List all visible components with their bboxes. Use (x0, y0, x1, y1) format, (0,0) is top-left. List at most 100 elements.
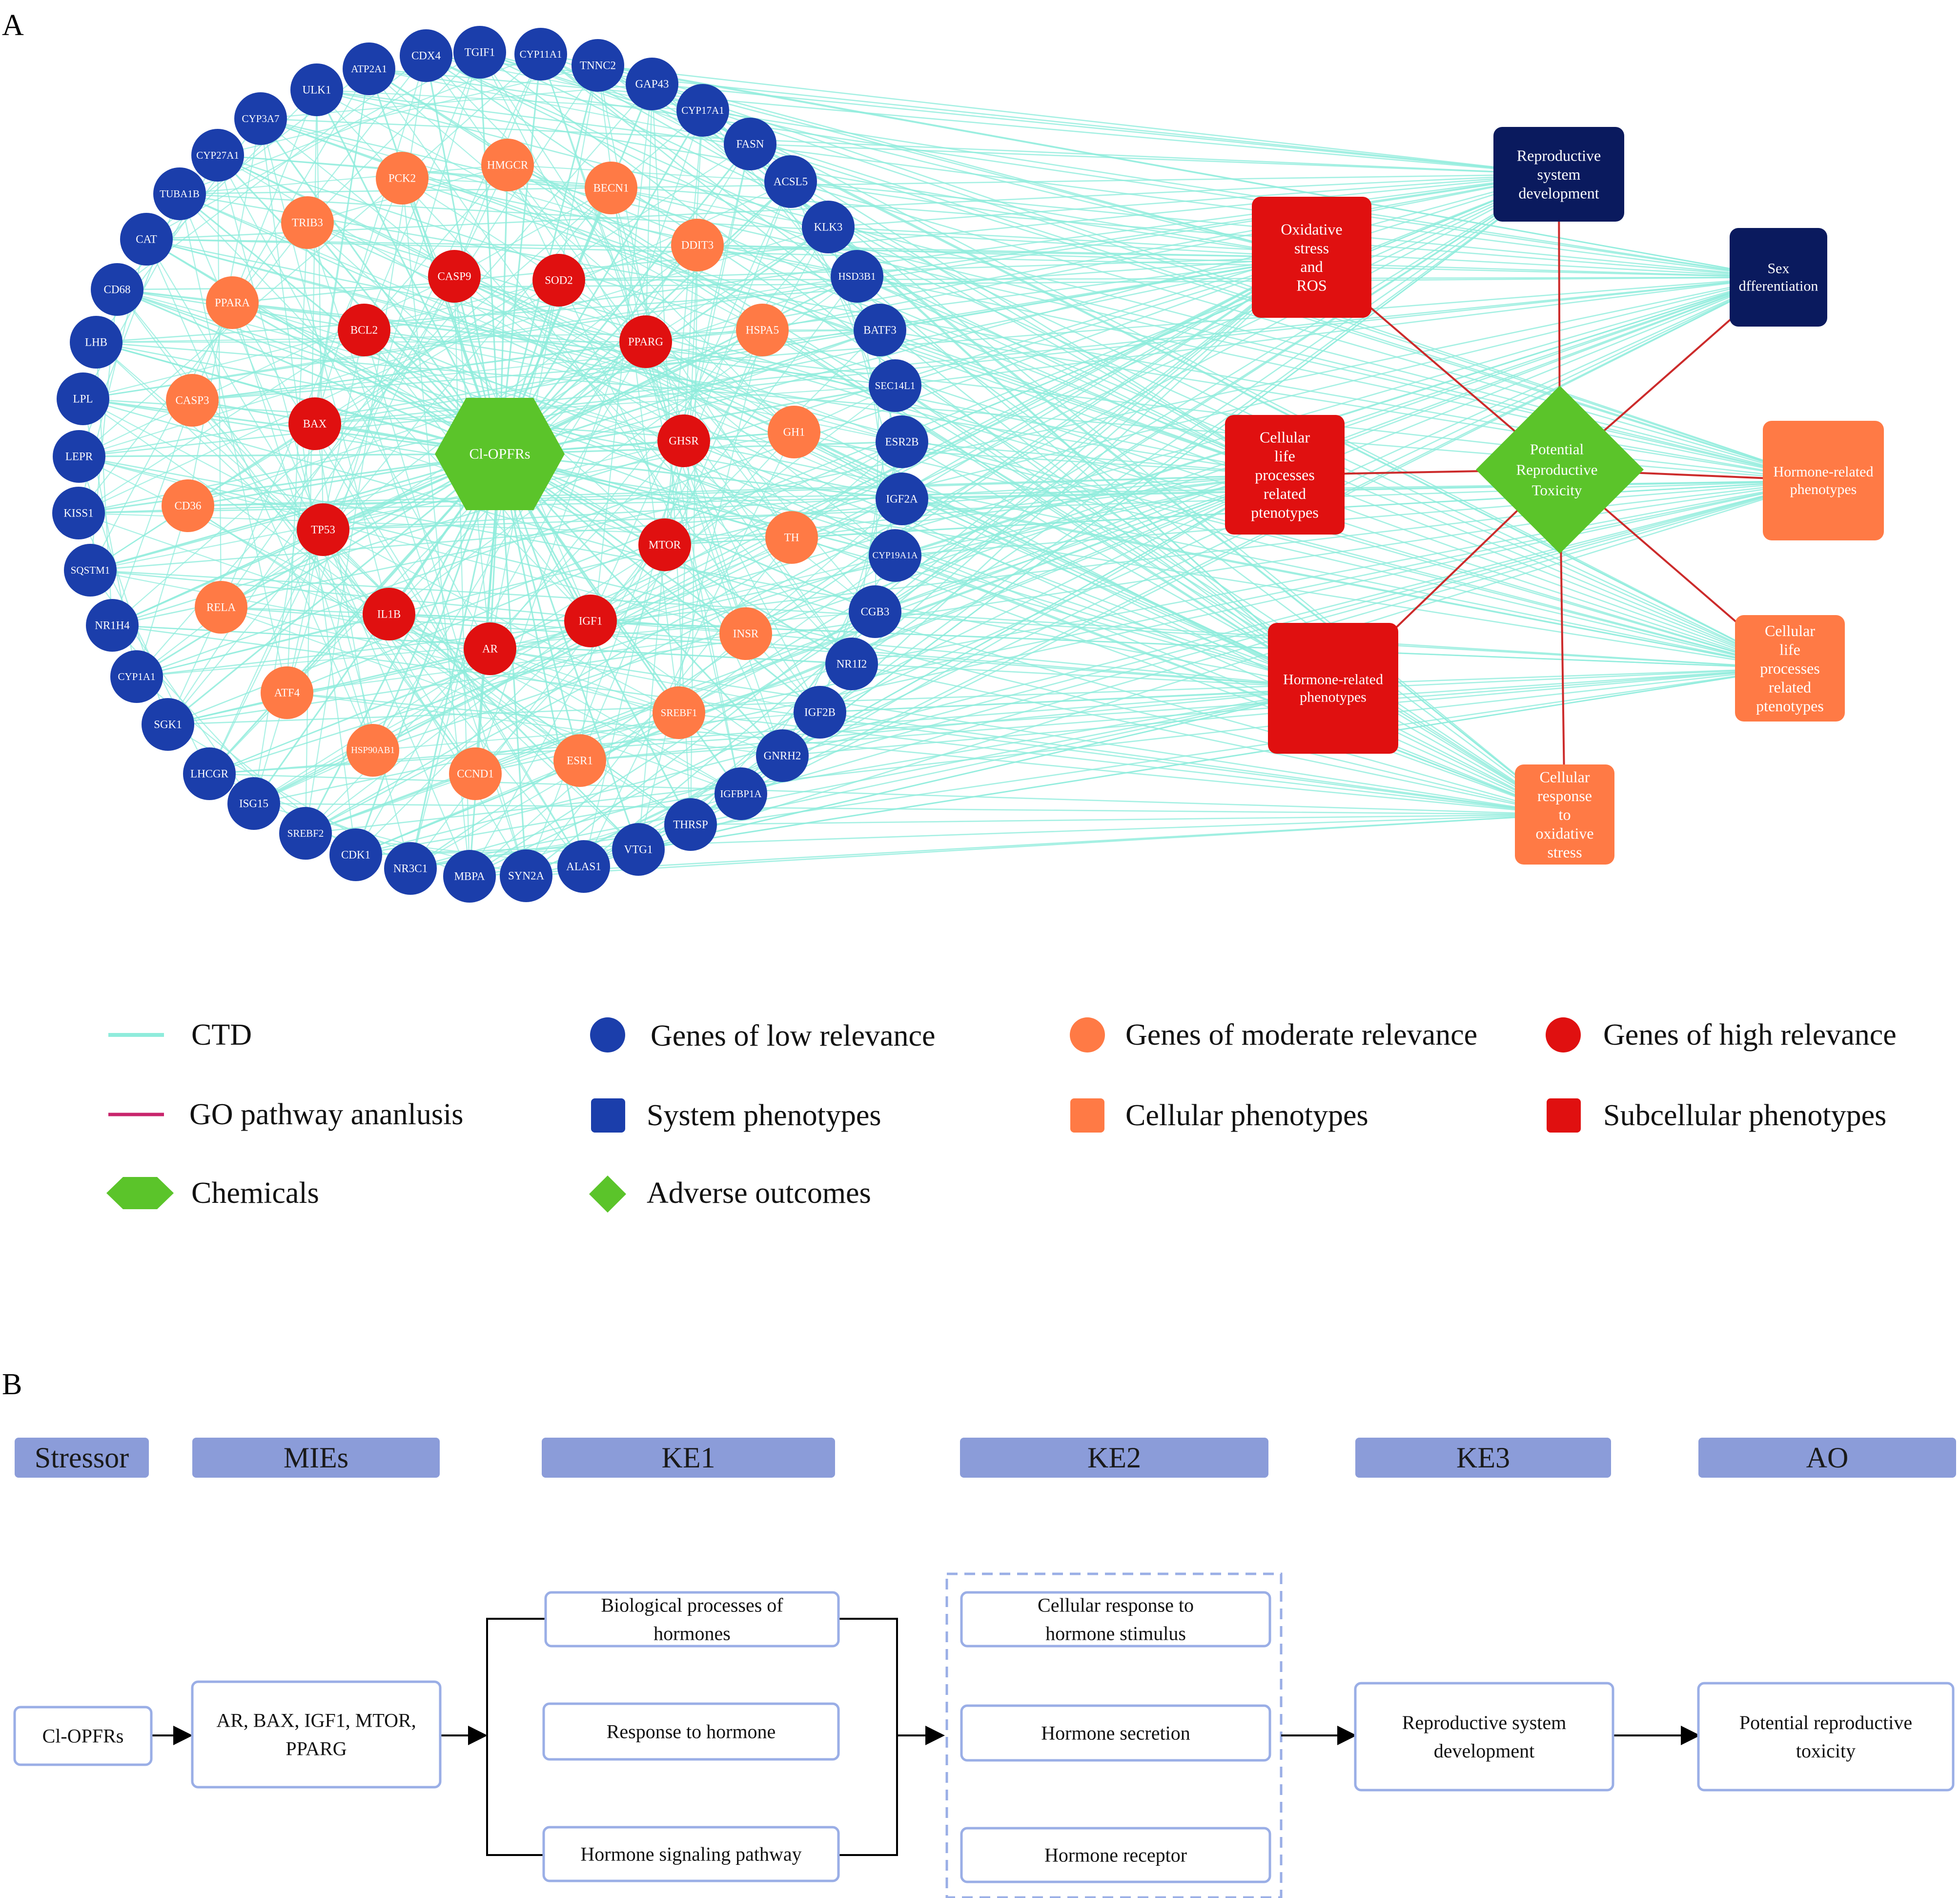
ctd-edge-cd68-subcellular-phenotype-1 (117, 289, 1285, 475)
gene-node-lepr[interactable]: LEPR (53, 430, 105, 483)
gene-node-hsd3b1[interactable]: HSD3B1 (831, 250, 883, 303)
gene-node-igfbp1a[interactable]: IGFBP1A (715, 767, 767, 820)
gene-node-bcl2[interactable]: BCL2 (338, 304, 390, 356)
gene-node-cyp19a1a[interactable]: CYP19A1A (869, 529, 921, 582)
gene-node-atf4[interactable]: ATF4 (261, 666, 313, 719)
gene-node-pparg[interactable]: PPARG (619, 315, 672, 368)
gene-node-ghsr[interactable]: GHSR (657, 414, 710, 467)
chemical-node[interactable]: Cl-OPFRs (435, 398, 565, 510)
gene-node-syn2a[interactable]: SYN2A (500, 849, 552, 902)
gene-node-hmgcr[interactable]: HMGCR (481, 139, 534, 191)
gene-node-cyp11a1[interactable]: CYP11A1 (514, 28, 567, 81)
gene-node-bax[interactable]: BAX (288, 397, 341, 450)
gene-node-igf2b[interactable]: IGF2B (794, 686, 846, 739)
gene-node-kiss1[interactable]: KISS1 (52, 487, 105, 539)
gene-node-isg15[interactable]: ISG15 (227, 777, 280, 830)
gene-node-cd36[interactable]: CD36 (162, 479, 214, 532)
cellular-phenotype-2-label-line: Cellular (1539, 768, 1590, 786)
gene-node-tp53[interactable]: TP53 (297, 503, 349, 556)
gene-node-mbpa[interactable]: MBPA (443, 850, 496, 903)
gene-node-sqstm1[interactable]: SQSTM1 (64, 544, 117, 597)
gene-node-tgif1[interactable]: TGIF1 (453, 26, 506, 79)
gene-node-lpl[interactable]: LPL (57, 372, 109, 425)
gene-node-trib3[interactable]: TRIB3 (281, 196, 334, 249)
gene-node-gap43[interactable]: GAP43 (626, 58, 678, 110)
gene-node-cat[interactable]: CAT (120, 213, 173, 266)
gene-node-pck2[interactable]: PCK2 (376, 152, 429, 205)
gene-node-lhcgr[interactable]: LHCGR (183, 747, 236, 800)
gene-node-ddit3[interactable]: DDIT3 (671, 219, 724, 271)
gene-node-thrsp[interactable]: THRSP (664, 798, 717, 851)
stressor-box[interactable]: Cl-OPFRs (13, 1706, 153, 1766)
gene-node-becn1[interactable]: BECN1 (585, 162, 637, 214)
gene-node-cyp17a1[interactable]: CYP17A1 (676, 84, 729, 137)
gene-node-hspa5[interactable]: HSPA5 (736, 304, 789, 356)
gene-node-sgk1[interactable]: SGK1 (142, 698, 194, 751)
gene-node-th[interactable]: TH (765, 511, 818, 564)
gene-node-ar[interactable]: AR (464, 622, 516, 675)
gene-node-nr1i2[interactable]: NR1I2 (825, 638, 878, 690)
gene-node-casp9[interactable]: CASP9 (428, 250, 481, 303)
gene-node-alas1[interactable]: ALAS1 (557, 840, 610, 893)
gene-node-cgb3[interactable]: CGB3 (849, 585, 901, 638)
gene-node-srebf2[interactable]: SREBF2 (279, 807, 332, 860)
gene-node-klk3[interactable]: KLK3 (802, 201, 855, 253)
gene-node-ccnd1[interactable]: CCND1 (449, 747, 502, 800)
gene-node-atp2a1[interactable]: ATP2A1 (343, 42, 395, 95)
low-relevance-gene-circle (120, 213, 173, 266)
gene-node-nr1h4[interactable]: NR1H4 (86, 599, 139, 652)
gene-node-cdk1[interactable]: CDK1 (329, 828, 382, 881)
gene-node-cyp27a1[interactable]: CYP27A1 (191, 129, 244, 182)
gene-node-igf2a[interactable]: IGF2A (876, 473, 928, 525)
gene-node-cyp1a1[interactable]: CYP1A1 (110, 650, 163, 703)
gene-node-casp3[interactable]: CASP3 (166, 374, 219, 427)
ctd-edge-alas1-gh1 (583, 432, 795, 867)
ke2-hormone-receptor-box[interactable]: Hormone receptor (960, 1827, 1271, 1883)
gene-node-batf3[interactable]: BATF3 (854, 304, 906, 356)
mies-box[interactable]: AR, BAX, IGF1, MTOR,PPARG (191, 1680, 442, 1789)
ctd-edge-igfbp1a-system-phenotype-1 (740, 276, 1779, 795)
ke1-response-to-hormone-box[interactable]: Response to hormone (542, 1702, 840, 1761)
gene-node-lhb[interactable]: LHB (70, 316, 122, 369)
gene-node-ulk1[interactable]: ULK1 (290, 63, 343, 116)
gene-node-sod2[interactable]: SOD2 (532, 254, 585, 307)
gene-node-igf1[interactable]: IGF1 (564, 595, 617, 647)
gene-node-srebf1[interactable]: SREBF1 (653, 686, 705, 739)
gene-node-esr2b[interactable]: ESR2B (876, 415, 928, 468)
ke1-signaling-pathway-box[interactable]: Hormone signaling pathway (542, 1826, 840, 1882)
gene-node-rela[interactable]: RELA (195, 581, 247, 634)
ctd-edge-thrsp-cellular-phenotype-2 (690, 814, 1565, 825)
gene-node-gnrh2[interactable]: GNRH2 (756, 729, 809, 782)
gene-node-sec14l1[interactable]: SEC14L1 (869, 359, 921, 412)
ke2-hormone-secretion-box[interactable]: Hormone secretion (960, 1704, 1271, 1762)
gene-node-tuba1b[interactable]: TUBA1B (153, 167, 206, 220)
gene-node-tnnc2[interactable]: TNNC2 (572, 39, 624, 92)
gene-node-cdx4[interactable]: CDX4 (400, 29, 452, 82)
gene-node-hsp90ab1[interactable]: HSP90AB1 (347, 724, 399, 777)
gene-node-gh1[interactable]: GH1 (768, 406, 820, 458)
gene-node-cyp3a7[interactable]: CYP3A7 (234, 92, 287, 145)
gene-node-mtor[interactable]: MTOR (638, 518, 691, 571)
gene-node-insr[interactable]: INSR (719, 607, 772, 660)
gene-node-nr3c1[interactable]: NR3C1 (384, 842, 437, 895)
gene-node-fasn[interactable]: FASN (724, 118, 776, 170)
gene-node-il1b[interactable]: IL1B (363, 588, 415, 640)
gene-node-cd68[interactable]: CD68 (91, 263, 143, 316)
gene-node-vtg1[interactable]: VTG1 (612, 823, 665, 876)
gene-node-ppara[interactable]: PPARA (206, 276, 259, 329)
gene-node-acsl5[interactable]: ACSL5 (764, 155, 817, 208)
gene-node-esr1[interactable]: ESR1 (553, 734, 606, 787)
